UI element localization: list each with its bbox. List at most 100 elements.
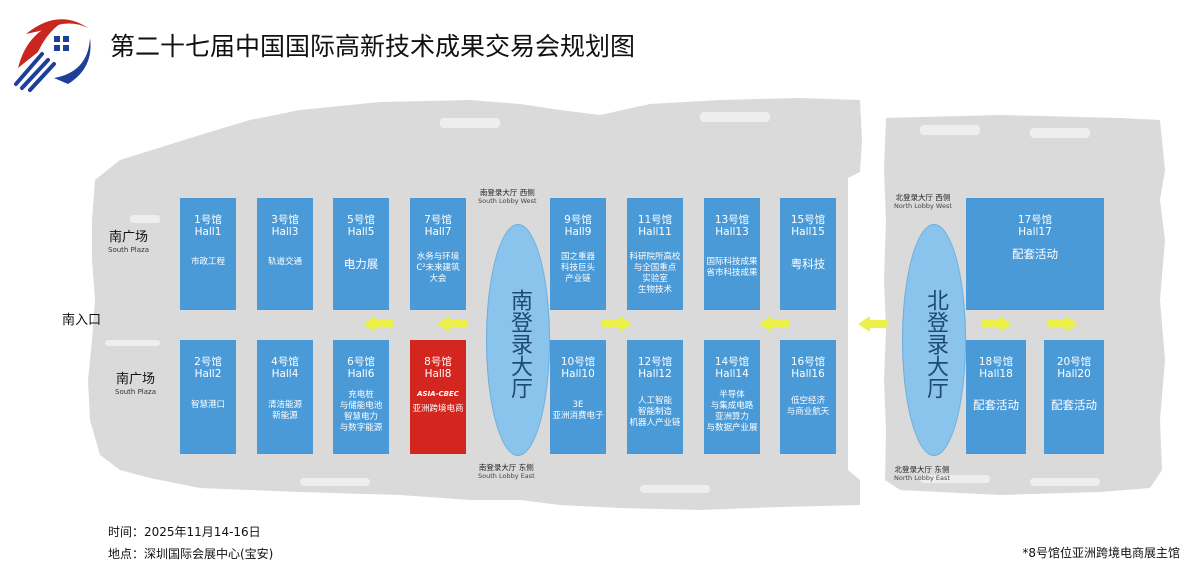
hall-theme: 粤科技	[790, 257, 826, 271]
hall-name-en: Hall11	[638, 226, 672, 238]
event-time: 时间：2025年11月14-16日	[108, 525, 261, 539]
north-lobby-label: 北登录大厅	[923, 289, 948, 399]
lobby-side-en: North Lobby West	[894, 202, 952, 210]
hall-15[interactable]: 15号馆 Hall15 粤科技	[780, 198, 836, 310]
south-plaza-upper: 南广场 South Plaza	[108, 230, 149, 254]
hall-3[interactable]: 3号馆 Hall3 轨道交通	[257, 198, 313, 310]
hall-theme: 轨道交通	[267, 257, 302, 267]
north-lobby[interactable]: 北登录大厅	[902, 224, 966, 456]
hall-name-en: Hall16	[791, 368, 825, 380]
hall-theme: 智慧港口	[190, 400, 225, 410]
hall-2[interactable]: 2号馆 Hall2 智慧港口	[180, 340, 236, 454]
hall-number: 12号馆	[637, 356, 673, 368]
arrow-left-icon	[363, 316, 393, 332]
hall-10[interactable]: 10号馆 Hall10 3E 亚洲消费电子	[550, 340, 606, 454]
hall-theme: 科研院所高校 与全国重点 实验室 生物技术	[629, 252, 681, 295]
hall-name-en: Hall9	[564, 226, 592, 238]
asia-cbec-logo: ASIA-CBEC	[417, 390, 459, 398]
hall-name-en: Hall1	[194, 226, 222, 238]
hall-theme: 配套活动	[1012, 247, 1058, 261]
hall-name-en: Hall2	[194, 368, 222, 380]
hall-number: 7号馆	[424, 214, 452, 226]
hall-number: 16号馆	[790, 356, 826, 368]
arrow-left-icon	[759, 316, 789, 332]
hall-name-en: Hall20	[1057, 368, 1091, 380]
hall-theme: 配套活动	[1051, 398, 1097, 412]
lobby-side-en: North Lobby East	[894, 474, 950, 482]
lobby-side-cn: 北登录大厅 西侧	[895, 193, 951, 202]
lobby-side-cn: 南登录大厅 西侧	[479, 188, 535, 197]
hall-number: 6号馆	[347, 356, 375, 368]
hall-name-en: Hall8	[424, 368, 452, 380]
hall-1[interactable]: 1号馆 Hall1 市政工程	[180, 198, 236, 310]
hall-name-en: Hall15	[791, 226, 825, 238]
hall-theme: 国际科技成果 省市科技成果	[706, 257, 758, 278]
lobby-side-cn: 北登录大厅 东侧	[894, 465, 950, 474]
hall-number: 9号馆	[564, 214, 592, 226]
north-lobby-east-label: 北登录大厅 东侧 North Lobby East	[894, 465, 950, 482]
hall-number: 18号馆	[978, 356, 1014, 368]
hall-number: 8号馆	[424, 356, 452, 368]
hall-12[interactable]: 12号馆 Hall12 人工智能 智能制造 机器人产业链	[627, 340, 683, 454]
hitech-fair-logo	[14, 19, 91, 92]
plaza-name-en: South Plaza	[115, 388, 156, 396]
hall-13[interactable]: 13号馆 Hall13 国际科技成果 省市科技成果	[704, 198, 760, 310]
south-plaza-lower: 南广场 South Plaza	[115, 372, 156, 396]
north-lobby-west-label: 北登录大厅 西侧 North Lobby West	[894, 193, 952, 210]
plaza-name: 南广场	[115, 372, 155, 387]
event-place: 地点：深圳国际会展中心(宝安)	[108, 547, 274, 561]
hall-18[interactable]: 18号馆 Hall18 配套活动	[966, 340, 1026, 454]
arrow-right-icon	[1048, 316, 1078, 332]
hall-5[interactable]: 5号馆 Hall5 电力展	[333, 198, 389, 310]
hall-theme: 半导体 与集成电路 亚洲算力 与数据产业展	[706, 390, 758, 433]
hall-20[interactable]: 20号馆 Hall20 配套活动	[1044, 340, 1104, 454]
lobby-side-cn: 南登录大厅 东侧	[478, 463, 534, 472]
hall-theme: 低空经济 与商业航天	[786, 396, 830, 417]
hall-16[interactable]: 16号馆 Hall16 低空经济 与商业航天	[780, 340, 836, 454]
hall-name-en: Hall18	[979, 368, 1013, 380]
hall-name-en: Hall14	[715, 368, 749, 380]
arrow-left-icon	[437, 316, 467, 332]
hall-number: 4号馆	[271, 356, 299, 368]
hall-number: 17号馆	[1017, 214, 1053, 226]
hall-theme: 水务与环境 C²未来建筑 大会	[416, 252, 460, 284]
hall-number: 14号馆	[714, 356, 750, 368]
hall-theme: 配套活动	[973, 398, 1019, 412]
hall-number: 3号馆	[271, 214, 299, 226]
hall-theme: 清洁能源 新能源	[267, 400, 302, 421]
hall-theme: 电力展	[343, 257, 379, 271]
plaza-name-en: South Plaza	[108, 246, 149, 254]
hall-9[interactable]: 9号馆 Hall9 国之重器 科技巨头 产业链	[550, 198, 606, 310]
hall-name-en: Hall7	[424, 226, 452, 238]
arrow-right-icon	[602, 316, 632, 332]
hall-17[interactable]: 17号馆 Hall17 配套活动	[966, 198, 1104, 310]
hall-name-en: Hall17	[1018, 226, 1052, 238]
page-title: 第二十七届中国国际高新技术成果交易会规划图	[110, 32, 636, 61]
hall-name-en: Hall3	[271, 226, 299, 238]
arrow-left-icon	[858, 316, 888, 332]
hall-theme: 国之重器 科技巨头 产业链	[560, 252, 595, 284]
hall-11[interactable]: 11号馆 Hall11 科研院所高校 与全国重点 实验室 生物技术	[627, 198, 683, 310]
hall-theme: 充电桩 与储能电池 智慧电力 与数字能源	[339, 390, 383, 433]
south-lobby[interactable]: 南登录大厅	[486, 224, 550, 456]
hall-7[interactable]: 7号馆 Hall7 水务与环境 C²未来建筑 大会	[410, 198, 466, 310]
hall-name-en: Hall13	[715, 226, 749, 238]
hall-name-en: Hall5	[347, 226, 375, 238]
plaza-name: 南广场	[108, 230, 148, 245]
hall-number: 10号馆	[560, 356, 596, 368]
hall-6[interactable]: 6号馆 Hall6 充电桩 与储能电池 智慧电力 与数字能源	[333, 340, 389, 454]
hall-number: 11号馆	[637, 214, 673, 226]
hall-theme: 3E 亚洲消费电子	[552, 400, 604, 421]
lobby-side-en: South Lobby East	[478, 472, 535, 480]
hall-number: 5号馆	[347, 214, 375, 226]
hall-4[interactable]: 4号馆 Hall4 清洁能源 新能源	[257, 340, 313, 454]
arrow-right-icon	[982, 316, 1012, 332]
hall-name-en: Hall10	[561, 368, 595, 380]
hall-14[interactable]: 14号馆 Hall14 半导体 与集成电路 亚洲算力 与数据产业展	[704, 340, 760, 454]
hall-8[interactable]: 8号馆 Hall8 ASIA-CBEC 亚洲跨境电商	[410, 340, 466, 454]
south-entrance: 南入口	[62, 313, 102, 328]
hall-theme: 市政工程	[190, 257, 225, 267]
hall-number: 20号馆	[1056, 356, 1092, 368]
south-lobby-label: 南登录大厅	[507, 289, 532, 399]
